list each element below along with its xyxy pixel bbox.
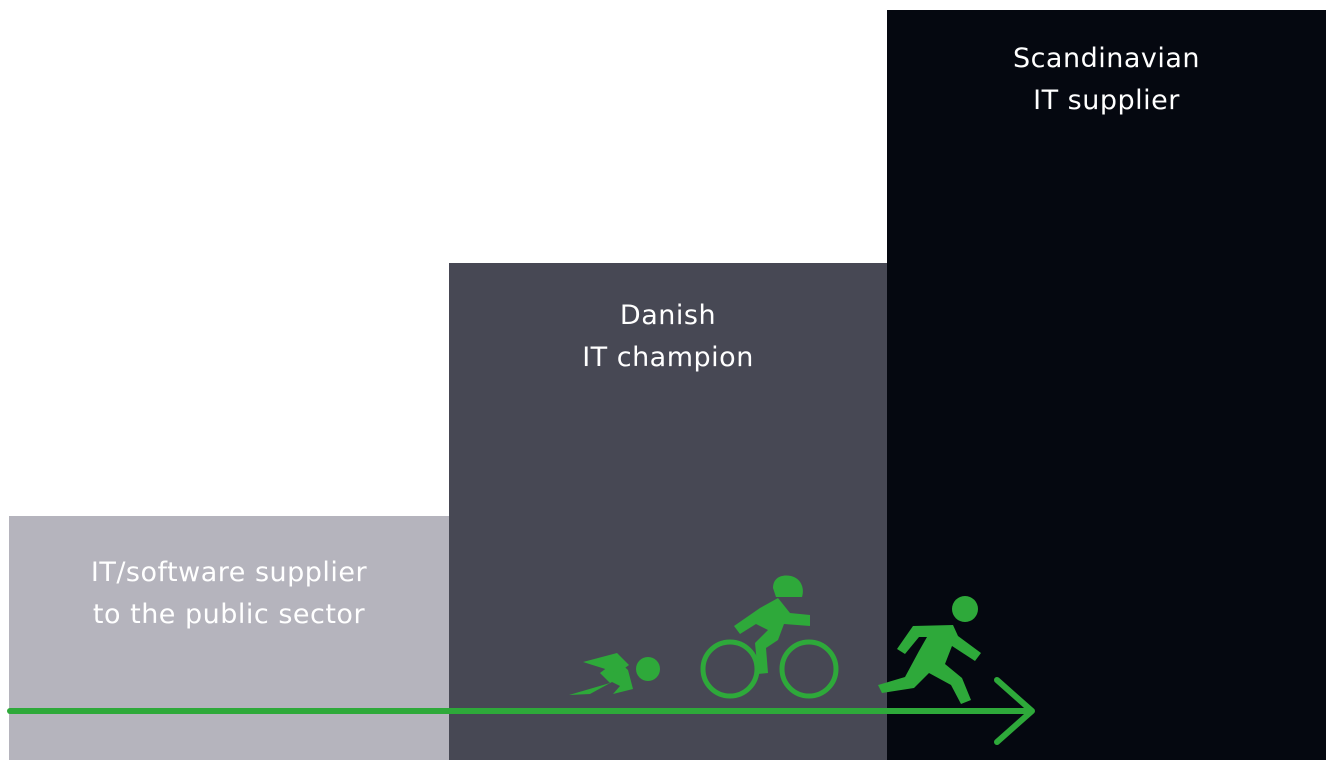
- step-label-line-1: IT/software supplier: [90, 557, 368, 588]
- step-label: Danish IT champion: [449, 295, 887, 379]
- step-label-line-2: IT champion: [582, 342, 754, 373]
- cyclist-icon: [700, 575, 839, 699]
- progress-arrow: [7, 677, 1035, 745]
- step-label-line-2: IT supplier: [1033, 85, 1180, 116]
- arrow-head: [994, 677, 1035, 745]
- swimmer-icon: [569, 653, 660, 695]
- step-public-sector-supplier: IT/software supplier to the public secto…: [9, 516, 449, 760]
- step-label: Scandinavian IT supplier: [887, 38, 1326, 122]
- step-danish-champion: Danish IT champion: [449, 263, 887, 760]
- step-label-line-1: Scandinavian: [1012, 43, 1201, 74]
- step-label: IT/software supplier to the public secto…: [9, 552, 449, 636]
- runner-icon: [878, 596, 981, 704]
- step-label-line-1: Danish: [619, 300, 717, 331]
- step-scandinavian-supplier: Scandinavian IT supplier: [887, 10, 1326, 760]
- step-label-line-2: to the public sector: [92, 599, 366, 630]
